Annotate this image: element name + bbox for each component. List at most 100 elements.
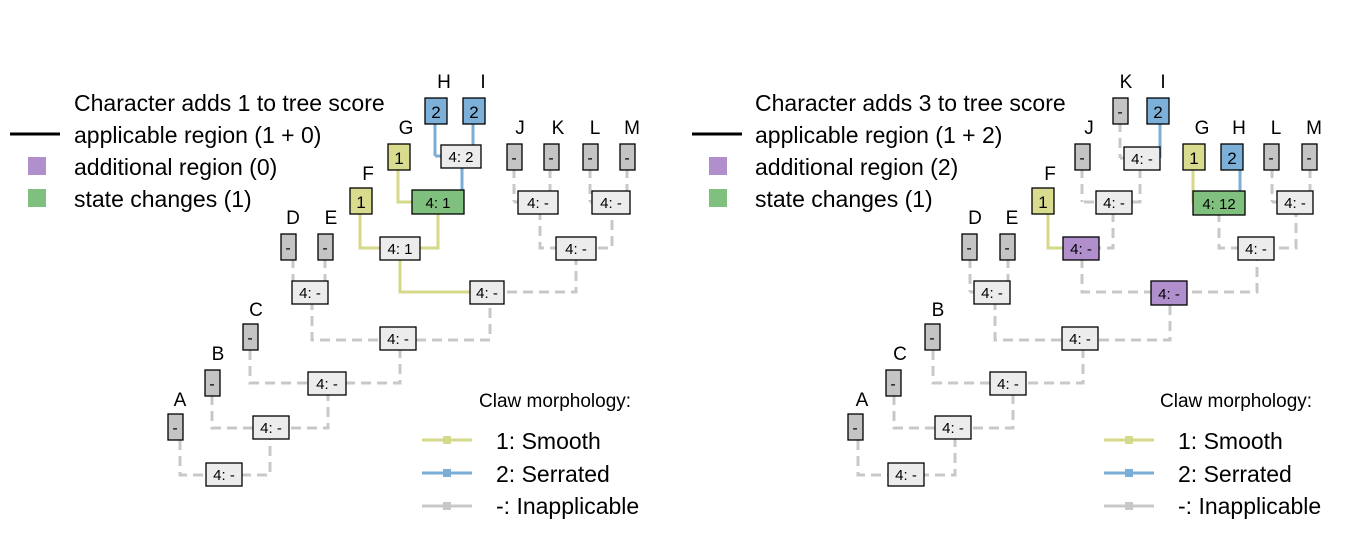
node-box — [1062, 236, 1100, 261]
additional-region-swatch — [28, 157, 46, 175]
taxon-state: - — [1268, 150, 1273, 167]
taxon-label: H — [1232, 118, 1246, 139]
taxon-state: - — [1306, 150, 1311, 167]
taxon-state-box — [317, 233, 334, 261]
legend-inapplicable: -: Inapplicable — [1178, 493, 1321, 519]
taxon-state: - — [966, 240, 971, 257]
taxon-label: K — [552, 118, 565, 139]
taxon-label: E — [1006, 208, 1019, 229]
node-box — [934, 415, 972, 440]
additional-region-swatch — [709, 157, 727, 175]
node-label: 4: - — [565, 241, 587, 258]
node-box — [1192, 190, 1246, 216]
node-box — [379, 236, 421, 261]
taxon-state-box — [999, 233, 1016, 261]
taxon-label: A — [174, 390, 187, 411]
taxon-state-box — [462, 97, 486, 125]
taxon-state-box — [1074, 143, 1091, 171]
right-leaves: A - C - B - D - E - F 1 J - K - I — [847, 72, 1322, 441]
taxon-state: - — [624, 150, 629, 167]
summary-changes: state changes (1) — [74, 186, 252, 212]
serrated-legend-marker — [443, 469, 451, 477]
node-label: 4: - — [316, 376, 338, 393]
taxon-state: - — [511, 150, 516, 167]
taxon-state-box — [242, 323, 259, 351]
taxon-state: 2 — [469, 103, 478, 122]
summary-title: Character adds 3 to tree score — [755, 90, 1066, 116]
taxon-state: 2 — [431, 103, 440, 122]
node-label: 4: - — [1131, 151, 1153, 168]
left-internal-nodes: 4: 2 4: 1 4: 1 4: - 4: - 4: - 4: - 4: - … — [205, 144, 631, 487]
node-box — [989, 371, 1027, 396]
node-label: 4: - — [1103, 195, 1125, 212]
taxon-state: - — [548, 150, 553, 167]
taxon-label: L — [590, 118, 601, 139]
node-label: 4: 2 — [448, 149, 473, 166]
taxon-state: 1 — [394, 149, 403, 168]
state-changes-swatch — [28, 189, 46, 207]
taxon-state: - — [929, 330, 934, 347]
inapplicable-legend-marker — [443, 502, 451, 510]
node-label: 4: 1 — [387, 241, 412, 258]
node-label: 4: 12 — [1202, 196, 1235, 213]
taxon-state-box — [1301, 143, 1318, 171]
taxon-label: J — [1084, 118, 1094, 139]
smooth-legend-marker — [443, 436, 451, 444]
taxon-label: F — [362, 164, 374, 185]
taxon-state-box — [847, 413, 864, 441]
taxon-state-box — [1182, 143, 1206, 171]
node-box — [591, 190, 631, 215]
state-changes-swatch — [709, 189, 727, 207]
node-box — [440, 144, 482, 169]
taxon-state: 1 — [356, 193, 365, 212]
node-box — [887, 462, 925, 487]
taxon-label: G — [1195, 118, 1210, 139]
taxon-state: - — [890, 376, 895, 393]
right-panel: Character adds 3 to tree score applicabl… — [692, 72, 1322, 519]
taxon-state-box — [924, 323, 941, 351]
node-label: 4: - — [981, 285, 1003, 302]
node-box — [379, 326, 417, 351]
taxon-state: - — [852, 420, 857, 437]
taxon-state-box — [543, 143, 560, 171]
taxon-label: C — [249, 300, 263, 321]
node-box — [517, 190, 559, 215]
taxon-state: - — [1117, 104, 1122, 121]
taxon-state-box — [387, 143, 411, 171]
taxon-label: L — [1271, 118, 1282, 139]
taxon-state: - — [285, 240, 290, 257]
node-box — [252, 415, 290, 440]
node-box — [1061, 326, 1099, 351]
taxon-state-box — [885, 369, 902, 397]
node-box — [307, 371, 347, 396]
left-leaves: A - B - C - D - E - F 1 G 1 H 2 I — [167, 72, 640, 441]
summary-additional: additional region (0) — [74, 154, 277, 180]
node-label: 4: - — [260, 420, 282, 437]
taxon-label: A — [856, 390, 869, 411]
inapplicable-legend-marker — [1125, 502, 1133, 510]
legend-smooth: 1: Smooth — [1178, 428, 1283, 454]
legend-serrated: 2: Serrated — [1178, 461, 1292, 487]
taxon-label: I — [480, 72, 485, 93]
taxon-label: D — [968, 208, 982, 229]
legend-smooth: 1: Smooth — [496, 428, 601, 454]
node-label: 4: - — [1069, 331, 1091, 348]
smooth-legend-marker — [1125, 436, 1133, 444]
taxon-label: M — [1306, 118, 1322, 139]
taxon-state-box — [204, 369, 221, 397]
taxon-state: - — [247, 330, 252, 347]
taxon-label: G — [399, 118, 414, 139]
taxon-state: - — [1079, 150, 1084, 167]
node-box — [1237, 236, 1275, 261]
node-box — [1123, 146, 1161, 171]
node-label: 4: - — [476, 285, 498, 302]
node-box — [291, 280, 329, 305]
left-state-legend: Claw morphology: 1: Smooth 2: Serrated -… — [422, 391, 639, 519]
taxon-label: M — [624, 118, 640, 139]
taxon-state-box — [1112, 97, 1129, 125]
node-box — [1095, 190, 1133, 215]
left-panel: Character adds 1 to tree score applicabl… — [10, 72, 640, 519]
taxon-state: 2 — [1153, 103, 1162, 122]
taxon-label: J — [515, 118, 525, 139]
taxon-state-box — [349, 187, 373, 215]
